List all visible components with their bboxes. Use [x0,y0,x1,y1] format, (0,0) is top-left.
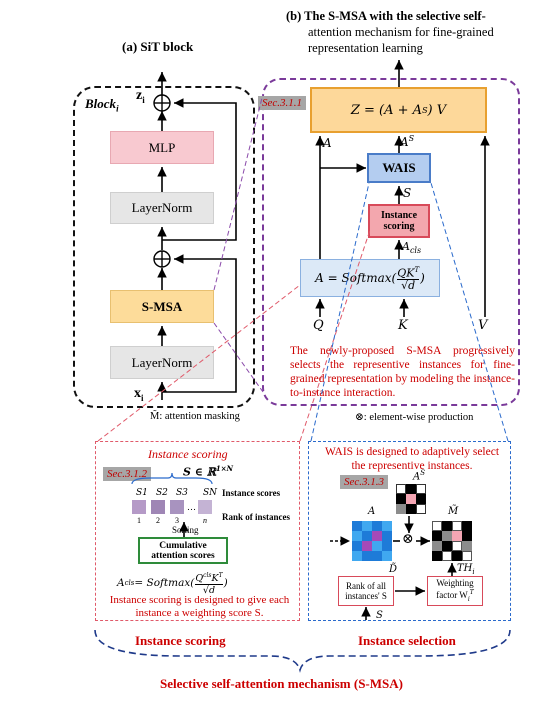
elementwise-operator: ⊗ [402,532,414,547]
rank-num-3: 3 [175,516,179,525]
smsa-note: The newly-proposed S-MSA progressively s… [290,345,515,399]
softmax-box: A = Softmax( QKT √d ) [300,259,440,297]
layernorm-bottom-box: LayerNorm [110,346,214,379]
sec-3-1-1-tag: Sec.3.1.1 [258,96,307,110]
layernorm-top-box: LayerNorm [110,192,214,224]
x-input-label: xi [134,386,144,403]
bottom-caption: Selective self-attention mechanism (S-MS… [160,676,403,691]
score-s3: S3 [176,488,188,498]
scoring-panel-frame [95,441,300,621]
instance-thumb-3 [170,500,184,514]
k-input-label: K [398,318,408,333]
weighting-factor-box: Weighting factor WiT [427,576,483,606]
as-path-label: AS [400,134,415,149]
score-s2: S2 [156,488,168,498]
bottom-instance-scoring: Instance scoring [135,633,226,648]
cumulative-attention-box: Cumulative attention scores [138,537,228,564]
rank-of-instances-label: Rank of instances [222,512,291,522]
as-matrix [396,484,426,514]
sec-3-1-3-tag: Sec.3.1.3 [340,475,389,489]
sorting-label: Sorting [172,525,199,535]
instance-thumb-1 [132,500,146,514]
sit-block-title: (a) SiT block [122,39,194,54]
d-label: D̃ [389,564,398,575]
wais-panel-frame [308,441,511,621]
instance-ellipsis: … [187,502,196,512]
instance-scores-label: Instance scores [222,488,281,498]
score-sn: SN [203,488,218,498]
as-matrix-label: AS [413,469,426,483]
wais-s-label: S [376,610,383,621]
instance-thumb-n [198,500,212,514]
instance-scoring-box: Instance scoring [368,204,430,238]
instance-thumb-2 [151,500,165,514]
bottom-instance-selection: Instance selection [358,633,456,648]
q-input-label: Q [313,318,324,333]
a-matrix [352,521,392,561]
elementwise-legend: ⊗: element-wise production [355,412,474,423]
smsa-title: (b) The S-MSA with the selective self- a… [286,9,494,55]
mlp-box: MLP [110,131,214,164]
rank-all-instances-box: Rank of all instances' S [338,576,394,606]
m-matrix [432,521,472,561]
a-matrix-label: A [368,506,376,517]
wais-note: WAIS is designed to adaptively select th… [324,446,500,472]
z-output-label: zi [136,88,145,105]
sec-3-1-2-tag: Sec.3.1.2 [103,467,152,481]
v-input-label: V [478,318,488,333]
smsa-box: S-MSA [110,290,214,323]
score-s1: S1 [136,488,148,498]
scoring-panel-title: Instance scoring [148,447,228,461]
rank-num-1: 1 [137,516,141,525]
s-path-label: S [403,186,412,200]
threshold-label: THi [457,563,475,576]
scoring-note: Instance scoring is designed to give eac… [109,594,290,619]
rank-num-2: 2 [156,516,160,525]
m-matrix-label: M̃ [448,506,459,517]
s-definition: S ∈ ℝ1×N [183,464,234,479]
wais-box: WAIS [367,153,431,183]
rank-num-n: n [203,516,207,525]
a-path-label: A [323,136,332,150]
masking-legend: M̃: attention masking [150,411,240,422]
block-label: Blocki [85,96,119,114]
acls-path-label: Acls [402,240,422,256]
